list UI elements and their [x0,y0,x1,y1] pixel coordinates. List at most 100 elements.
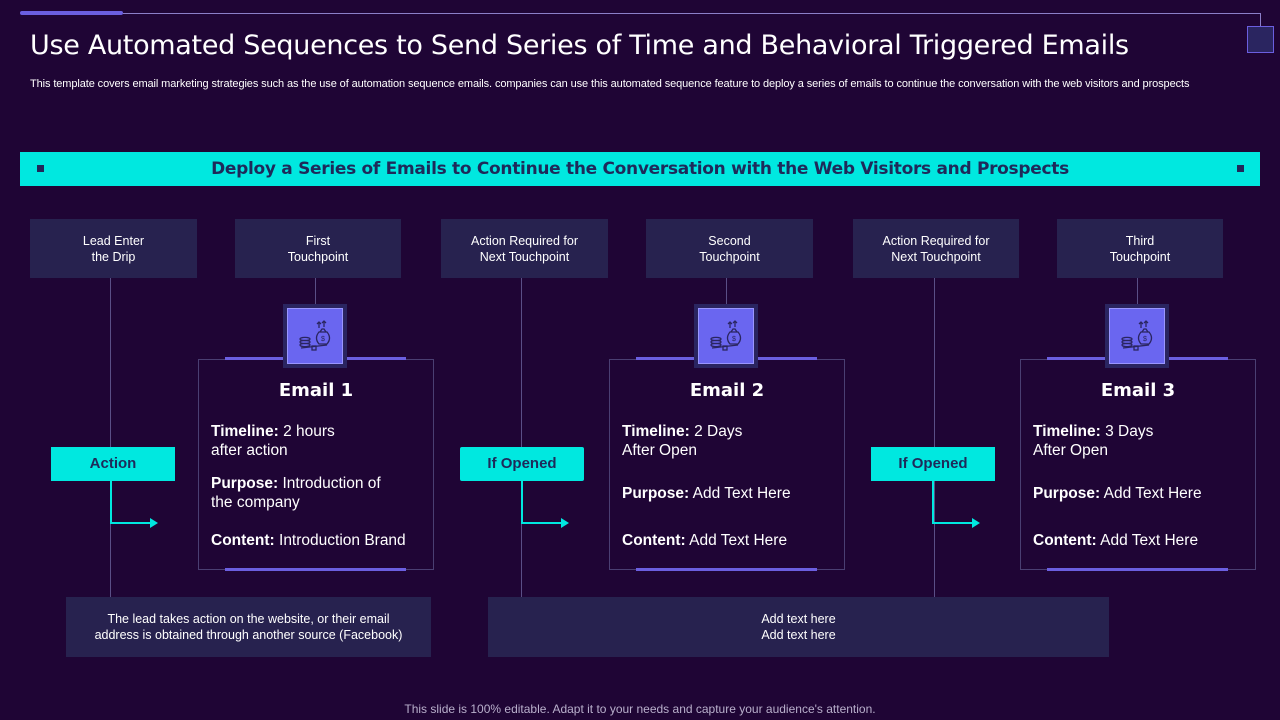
arrow-shaft [110,522,151,524]
purpose-label: Purpose: [622,485,690,502]
money-bag-scale-icon: $ [1121,320,1153,351]
email-card-bottom-bar [1047,568,1228,571]
arrow-shaft [932,522,973,524]
purpose-value: Introduction of [278,475,381,492]
arrow-stem [110,481,112,524]
purpose-field: Purpose: Add Text Here [1033,484,1202,503]
purpose-value-cont: the company [211,494,300,511]
note-line: Add text here [761,628,836,642]
arrow-stem [932,481,934,524]
email-icon-box: $ [283,304,347,368]
connector-line [315,278,316,304]
email-card-bottom-bar [225,568,406,571]
email-icon-box: $ [694,304,758,368]
email-title: Email 1 [278,380,354,401]
purpose-field: Purpose: Introduction of the company [211,474,381,512]
email-card-bottom-bar [636,568,817,571]
purpose-value: Add Text Here [1100,485,1202,502]
note-box-lead: The lead takes action on the website, or… [66,597,431,657]
trigger-action: Action [51,447,175,481]
timeline-label: Timeline: [211,423,279,440]
money-bag-scale-icon: $ [299,320,331,351]
email-title: Email 3 [1100,380,1176,401]
content-label: Content: [1033,532,1097,549]
square-bullet-icon [37,165,44,172]
page-subtitle: This template covers email marketing str… [30,78,1190,90]
square-bullet-icon [1237,165,1244,172]
purpose-label: Purpose: [211,475,279,492]
arrow-stem [521,481,523,524]
footer-note: This slide is 100% editable. Adapt it to… [404,702,876,716]
stage-label-line: Second [708,233,751,248]
content-label: Content: [622,532,686,549]
timeline-value: 2 Days [689,423,743,440]
stage-label-line: Action Required for [470,233,578,248]
timeline-label: Timeline: [1033,423,1101,440]
money-bag-scale-icon: $ [710,320,742,351]
top-divider-line [123,13,1260,14]
svg-text:$: $ [1143,336,1147,343]
content-field: Content: Add Text Here [622,531,787,550]
timeline-field: Timeline: 2 hours after action [211,422,335,460]
stage-label-line: Next Touchpoint [479,249,570,264]
connector-line [726,278,727,304]
content-value: Introduction Brand [274,532,406,549]
page-title: Use Automated Sequences to Send Series o… [30,30,1129,61]
connector-line [110,278,111,597]
connector-line [521,278,522,597]
timeline-value-cont: After Open [1033,442,1108,459]
arrow-right-icon [150,518,158,528]
stage-label-line: Touchpoint [287,249,349,264]
section-banner: Deploy a Series of Emails to Continue th… [20,152,1260,186]
timeline-value-cont: after action [211,442,288,459]
svg-text:$: $ [732,336,736,343]
trigger-if-opened-2: If Opened [871,447,995,481]
content-field: Content: Introduction Brand [211,531,406,550]
arrow-right-icon [561,518,569,528]
connector-line [1137,278,1138,304]
stage-label-line: Touchpoint [699,249,760,264]
email-card-1: Email 1 Timeline: 2 hours after action Pu… [198,359,434,570]
purpose-field: Purpose: Add Text Here [622,484,791,503]
note-line: The lead takes action on the website, or… [107,612,390,626]
purpose-value: Add Text Here [689,485,791,502]
timeline-label: Timeline: [622,423,690,440]
content-value: Add Text Here [1096,532,1199,549]
top-connector-line [1260,13,1261,27]
stage-label-line: the Drip [91,249,136,264]
timeline-value: 3 Days [1100,423,1154,440]
banner-text: Deploy a Series of Emails to Continue th… [211,159,1069,179]
corner-square-decoration [1247,26,1274,53]
arrow-right-icon [972,518,980,528]
purpose-label: Purpose: [1033,485,1101,502]
timeline-value: 2 hours [278,423,335,440]
content-value: Add Text Here [685,532,788,549]
email-icon-box: $ [1105,304,1169,368]
stage-label-line: Third [1125,233,1155,248]
stage-label-line: Next Touchpoint [891,249,981,264]
email-title: Email 2 [689,380,765,401]
content-label: Content: [211,532,275,549]
note-line: Add text here [761,612,836,626]
content-field: Content: Add Text Here [1033,531,1198,550]
stage-label-line: Lead Enter [82,233,145,248]
stage-label-line: Touchpoint [1109,249,1171,264]
svg-text:$: $ [321,336,325,343]
top-accent-bar [20,11,123,15]
trigger-if-opened-1: If Opened [460,447,584,481]
timeline-value-cont: After Open [622,442,697,459]
stage-label-line: First [305,233,331,248]
stage-label-line: Action Required for [882,233,990,248]
note-line: address is obtained through another sour… [94,628,403,642]
